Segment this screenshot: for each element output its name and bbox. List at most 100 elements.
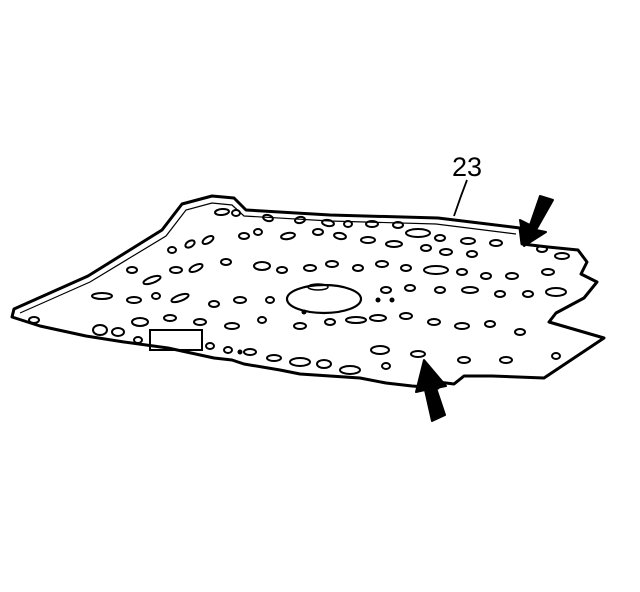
callout-label: 23 — [452, 152, 482, 182]
spacer-plate-outline — [10, 194, 606, 390]
passage-hole — [385, 240, 403, 248]
passage-hole — [365, 220, 379, 228]
passage-hole — [126, 296, 142, 304]
callout-leader — [453, 179, 468, 217]
passage-hole — [392, 221, 404, 229]
passage-hole — [111, 327, 125, 337]
passage-hole — [133, 336, 143, 344]
passage-hole — [380, 286, 392, 294]
passage-hole — [289, 357, 311, 367]
passage-hole — [276, 266, 288, 274]
passage-hole — [253, 261, 271, 271]
passage-hole — [514, 328, 526, 336]
passage-hole — [554, 252, 570, 260]
passage-hole — [541, 268, 555, 276]
passage-hole — [423, 265, 449, 275]
central-opening-inner — [307, 283, 329, 291]
passage-hole — [456, 268, 468, 276]
passage-hole — [28, 316, 40, 324]
passage-dot — [375, 297, 381, 303]
passage-dot — [389, 297, 395, 303]
upper-arrow-icon — [519, 195, 554, 247]
passage-hole — [404, 284, 416, 292]
passage-hole — [312, 228, 324, 236]
passage-hole — [405, 228, 431, 238]
passage-hole — [369, 314, 387, 322]
passage-hole — [224, 322, 240, 330]
passage-hole — [324, 318, 336, 326]
passage-hole — [220, 258, 232, 266]
passage-hole — [399, 312, 413, 320]
passage-hole — [231, 209, 241, 217]
passage-hole — [184, 239, 196, 249]
passage-hole — [480, 272, 492, 280]
passage-hole — [223, 346, 233, 354]
passage-hole — [214, 207, 230, 217]
passage-hole — [142, 274, 162, 286]
passage-hole — [494, 290, 506, 298]
passage-hole — [201, 235, 215, 245]
square-window — [149, 329, 203, 351]
passage-hole — [345, 316, 367, 324]
passage-hole — [131, 317, 149, 327]
passage-hole — [545, 287, 567, 297]
passage-hole — [370, 345, 390, 355]
passage-hole — [484, 320, 496, 328]
passage-dot — [301, 309, 307, 315]
passage-hole — [460, 237, 476, 245]
passage-hole — [420, 244, 432, 252]
passage-hole — [434, 286, 446, 294]
passage-hole — [321, 218, 335, 228]
passage-hole — [126, 266, 138, 274]
passage-hole — [303, 264, 317, 272]
passage-hole — [188, 262, 204, 274]
passage-hole — [208, 300, 220, 308]
passage-hole — [170, 292, 190, 304]
passage-hole — [499, 356, 513, 364]
passage-hole — [169, 266, 183, 274]
passage-hole — [333, 231, 347, 241]
passage-hole — [505, 272, 519, 280]
passage-hole — [427, 318, 441, 326]
passage-hole — [257, 316, 267, 324]
passage-hole — [410, 350, 426, 358]
spacer-plate-inner-edge — [19, 202, 517, 314]
passage-hole — [205, 342, 215, 350]
passage-hole — [434, 234, 446, 242]
passage-hole — [91, 292, 113, 300]
passage-hole — [454, 322, 470, 330]
passage-hole — [193, 318, 207, 326]
passage-hole — [375, 260, 389, 268]
passage-hole — [457, 356, 471, 364]
passage-hole — [489, 239, 503, 247]
passage-hole — [233, 296, 247, 304]
passage-hole — [461, 286, 479, 294]
passage-hole — [536, 245, 548, 253]
passage-hole — [253, 228, 263, 236]
passage-hole — [262, 213, 274, 223]
lower-arrow-icon — [415, 359, 447, 422]
passage-hole — [466, 250, 478, 258]
passage-hole — [266, 354, 282, 362]
passage-hole — [360, 236, 376, 244]
passage-hole — [352, 264, 364, 272]
passage-hole — [163, 314, 177, 322]
passage-hole — [280, 231, 296, 241]
passage-hole — [343, 220, 353, 228]
passage-hole — [293, 322, 307, 330]
passage-hole — [151, 292, 161, 300]
passage-holes — [28, 207, 570, 375]
passage-hole — [439, 248, 453, 256]
passage-hole — [381, 362, 391, 370]
passage-hole — [316, 359, 332, 369]
passage-hole — [522, 290, 534, 298]
passage-hole — [92, 324, 108, 336]
passage-hole — [243, 348, 257, 356]
passage-hole — [400, 264, 412, 272]
passage-hole — [294, 215, 306, 225]
passage-hole — [551, 352, 561, 360]
passage-hole — [339, 365, 361, 375]
passage-hole — [238, 232, 250, 240]
passage-hole — [167, 246, 177, 254]
passage-dot — [237, 349, 243, 355]
